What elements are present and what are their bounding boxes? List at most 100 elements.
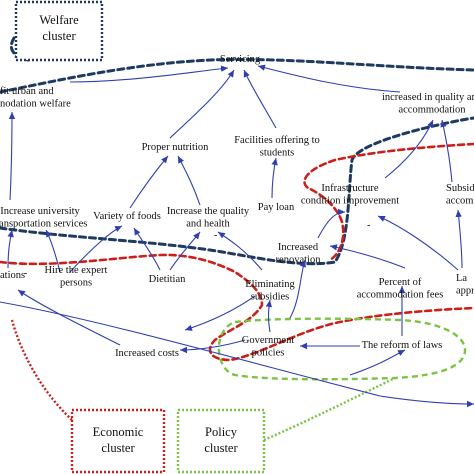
policy-legend-label-line-1: Policy: [205, 425, 238, 439]
polarity-marks: - - -: [24, 220, 370, 279]
node-variety-foods-line-1: Variety of foods: [93, 211, 161, 222]
node-hire-experts-line-2: persons: [60, 278, 92, 289]
link-gov-to-reform: [349, 349, 406, 376]
minus-mark-ations: -: [24, 268, 27, 279]
node-eliminating-subsidies-line-1: Eliminating: [245, 279, 295, 290]
node-increased-costs: Increased costs: [115, 348, 179, 359]
node-ations-line-1: ations: [0, 270, 25, 281]
node-eliminating-subsidies-line-2: subsidies: [251, 292, 290, 303]
node-pay-loan: Pay loan: [258, 202, 295, 213]
node-facilities-students-line-1: Facilities offering to: [234, 135, 320, 146]
node-facilities-students: Facilities offering to students: [234, 135, 320, 159]
node-accommodation-quality-line-1: increased in quality and: [382, 92, 474, 103]
node-proper-nutrition: Proper nutrition: [142, 142, 210, 153]
node-dietitian-line-1: Dietitian: [149, 274, 186, 285]
node-eliminating-subsidies: Eliminating subsidies: [245, 279, 295, 303]
link-hire-to-transport: [45, 229, 61, 273]
economic-legend-label-line-2: cluster: [101, 441, 135, 455]
node-reform-laws: The reform of laws: [362, 340, 443, 351]
node-servicing-line-1: Servicing: [220, 54, 261, 65]
node-accommodation-fees-line-2: accommodation fees: [357, 290, 444, 301]
link-eliminating-to-renovation: [289, 259, 306, 319]
node-lar-appro: La appro: [456, 273, 474, 297]
policy-cluster-boundary: [217, 317, 467, 381]
minus-mark-infrastructure: -: [367, 220, 370, 231]
policy-legend-box: [176, 408, 266, 474]
link-variety-to-nutrition: [129, 155, 169, 209]
policy-boundary-loop: [217, 317, 467, 381]
node-quality-health-line-2: and health: [186, 219, 230, 230]
welfare-legend-label-line-2: cluster: [42, 29, 76, 43]
legend-connectors: [10, 319, 396, 442]
link-accommodation-to-servicing: [257, 64, 401, 93]
node-government-policies: Government policies: [242, 335, 295, 359]
legend: Welfare cluster Economic cluster Policy clu…: [14, 0, 266, 474]
node-increased-renovation: Increased renovation: [276, 242, 322, 266]
node-pay-loan-line-1: Pay loan: [258, 202, 295, 213]
minus-mark-quality: -: [214, 230, 217, 241]
node-lar-appro-line-1: La: [456, 273, 467, 284]
welfare-legend-label: Welfare cluster: [39, 13, 79, 43]
economic-boundary-right: [303, 142, 474, 262]
node-quality-health-line-1: Increase the quality: [167, 206, 250, 217]
node-subsidies-accommodation-line-2: accomm: [446, 196, 474, 207]
policy-connector: [263, 376, 396, 442]
link-gov-to-costs: [179, 339, 246, 354]
node-government-policies-line-2: policies: [252, 348, 285, 359]
link-urban-welfare-to-servicing: [69, 65, 229, 83]
link-costs-to-ations: [17, 289, 121, 346]
node-servicing: Servicing: [220, 54, 261, 65]
welfare-boundary-left: [9, 36, 30, 62]
node-variety-foods: Variety of foods: [93, 211, 161, 222]
node-university-transport-line-1: Increase university: [0, 206, 80, 217]
node-dietitian: Dietitian: [149, 274, 186, 285]
link-lar-to-subsidies: [455, 209, 463, 269]
welfare-legend-box: [14, 0, 104, 62]
node-facilities-students-line-2: students: [260, 148, 294, 159]
node-quality-health: Increase the quality and health: [167, 206, 250, 230]
node-lar-appro-line-2: appro: [456, 286, 474, 297]
node-reform-laws-line-1: The reform of laws: [362, 340, 443, 351]
node-infrastructure-line-2: condition improvement: [301, 196, 399, 207]
economic-boundary-left: [0, 253, 474, 362]
node-proper-nutrition-line-1: Proper nutrition: [142, 142, 210, 153]
node-increased-renovation-line-1: Increased: [278, 242, 319, 253]
node-urban-welfare: fit urban and nodation welfare: [0, 86, 71, 110]
node-ations: ations: [0, 270, 25, 281]
link-infrastructure-to-accommodation: [384, 119, 434, 179]
node-hire-experts: Hire the expert persons: [45, 265, 108, 289]
link-eliminating-to-costs: [184, 295, 256, 331]
economic-connector: [10, 319, 73, 421]
node-urban-welfare-line-2: nodation welfare: [0, 99, 71, 110]
welfare-cluster-boundaries: [0, 36, 474, 266]
link-eliminating-to-quality: [217, 231, 263, 271]
link-ations-to-transport: [7, 229, 14, 269]
node-increased-costs-line-1: Increased costs: [115, 348, 179, 359]
economic-legend-box: [70, 408, 166, 474]
economic-legend-label: Economic cluster: [93, 425, 144, 455]
node-urban-welfare-line-1: fit urban and: [0, 86, 54, 97]
link-dietitian-to-variety: [133, 227, 161, 271]
link-nutrition-to-servicing: [169, 69, 235, 139]
welfare-boundary-top: [0, 57, 474, 94]
node-infrastructure-line-1: Infrastructure: [321, 183, 378, 194]
node-increased-renovation-line-2: renovation: [276, 255, 322, 266]
node-hire-experts-line-1: Hire the expert: [45, 265, 108, 276]
link-quality-health-to-nutrition: [177, 155, 201, 206]
welfare-legend-label-line-1: Welfare: [39, 13, 79, 27]
economic-cluster-boundaries: [0, 142, 474, 362]
economic-legend-label-line-1: Economic: [93, 425, 144, 439]
link-transport-to-urban-welfare: [8, 111, 16, 201]
node-government-policies-line-1: Government: [242, 335, 295, 346]
node-accommodation-fees: Percent of accommodation fees: [357, 277, 444, 301]
link-renovation-to-infrastructure: [317, 208, 346, 239]
link-long-bottom: [0, 301, 474, 408]
node-subsidies-accommodation: Subsidiaccomm: [446, 183, 474, 207]
policy-legend-label-line-2: cluster: [204, 441, 238, 455]
link-facilities-to-servicing: [243, 69, 277, 129]
node-accommodation-fees-line-1: Percent of: [379, 277, 422, 288]
link-pay-loan-to-facilities: [271, 157, 278, 199]
